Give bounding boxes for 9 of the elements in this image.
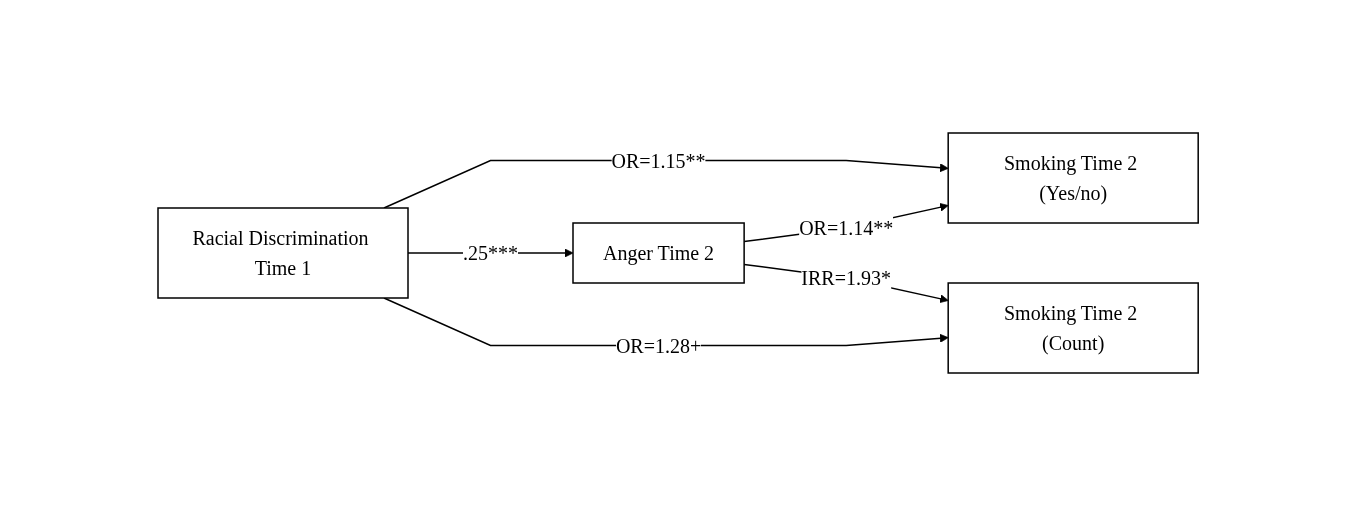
- edge-label: IRR=1.93*: [801, 267, 891, 289]
- edge-label: OR=1.15**: [611, 149, 706, 172]
- node-box: Smoking Time 2 (Yes/no): [947, 132, 1199, 224]
- edge-label: OR=1.14**: [799, 217, 894, 239]
- node-box: Smoking Time 2 (Count): [947, 282, 1199, 374]
- edge-label: OR=1.28+: [615, 334, 702, 357]
- edge-label: .25***: [462, 242, 518, 264]
- node-box: Racial Discrimination Time 1: [157, 207, 409, 299]
- node-box: Anger Time 2: [572, 222, 745, 284]
